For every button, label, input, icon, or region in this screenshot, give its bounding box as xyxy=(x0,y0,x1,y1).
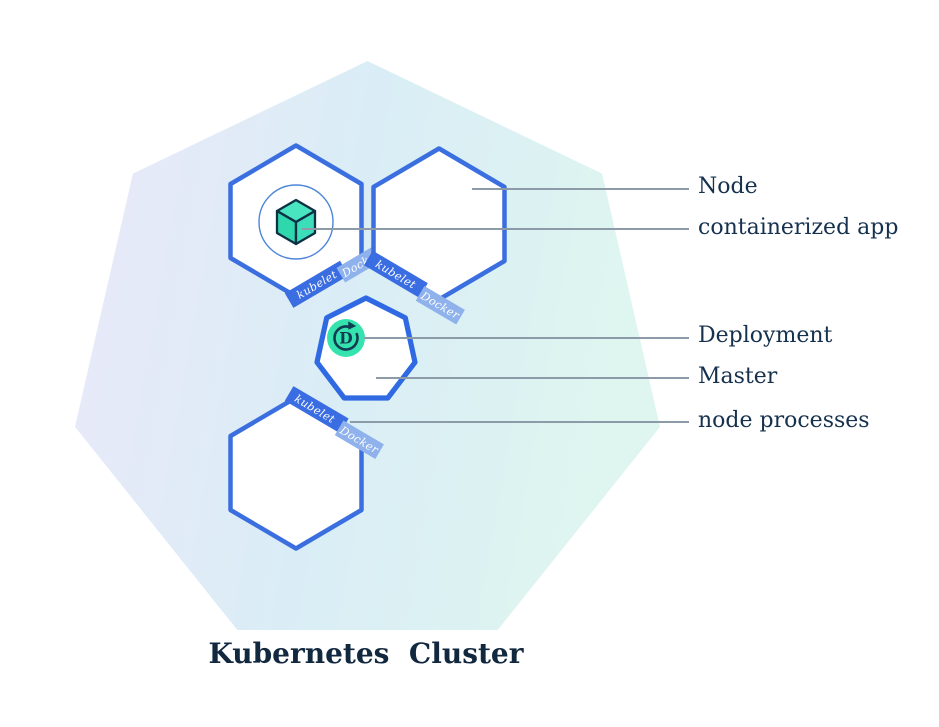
diagram-title: Kubernetes Cluster xyxy=(208,637,524,670)
kubelet-ribbon-band xyxy=(284,260,349,308)
docker-chip-band xyxy=(334,420,384,459)
deployment-arrow-head xyxy=(348,321,357,330)
callout-label-node: Node xyxy=(698,174,758,199)
node-hexagon-bottom: kubelet Docker xyxy=(228,386,384,551)
callout-label-deployment: Deployment xyxy=(698,323,833,348)
docker-chip-band xyxy=(415,286,465,325)
master-heptagon: D xyxy=(314,295,418,401)
node-hexagon-with-app: kubelet Docker xyxy=(228,143,386,308)
kubelet-ribbon-band xyxy=(364,250,428,298)
callout-label-node-processes: node processes xyxy=(698,408,870,433)
callout-line-master xyxy=(376,377,689,379)
deployment-icon-circle xyxy=(327,319,365,357)
callout-line-containerized-app xyxy=(302,228,689,230)
deployment-arrow-arc xyxy=(333,325,359,351)
callout-line-node-processes xyxy=(350,421,689,423)
callout-label-master: Master xyxy=(698,364,778,389)
kubelet-ribbon-band xyxy=(284,386,349,434)
cube-icon xyxy=(275,198,317,246)
node-hexagon-plain: kubelet Docker xyxy=(364,146,507,325)
callout-line-node xyxy=(472,188,689,190)
callout-label-containerized-app: containerized app xyxy=(698,215,899,240)
deployment-letter: D xyxy=(339,329,352,348)
callout-line-deployment xyxy=(364,337,689,339)
container-circle xyxy=(258,184,334,260)
deployment-icon: D xyxy=(327,319,365,357)
